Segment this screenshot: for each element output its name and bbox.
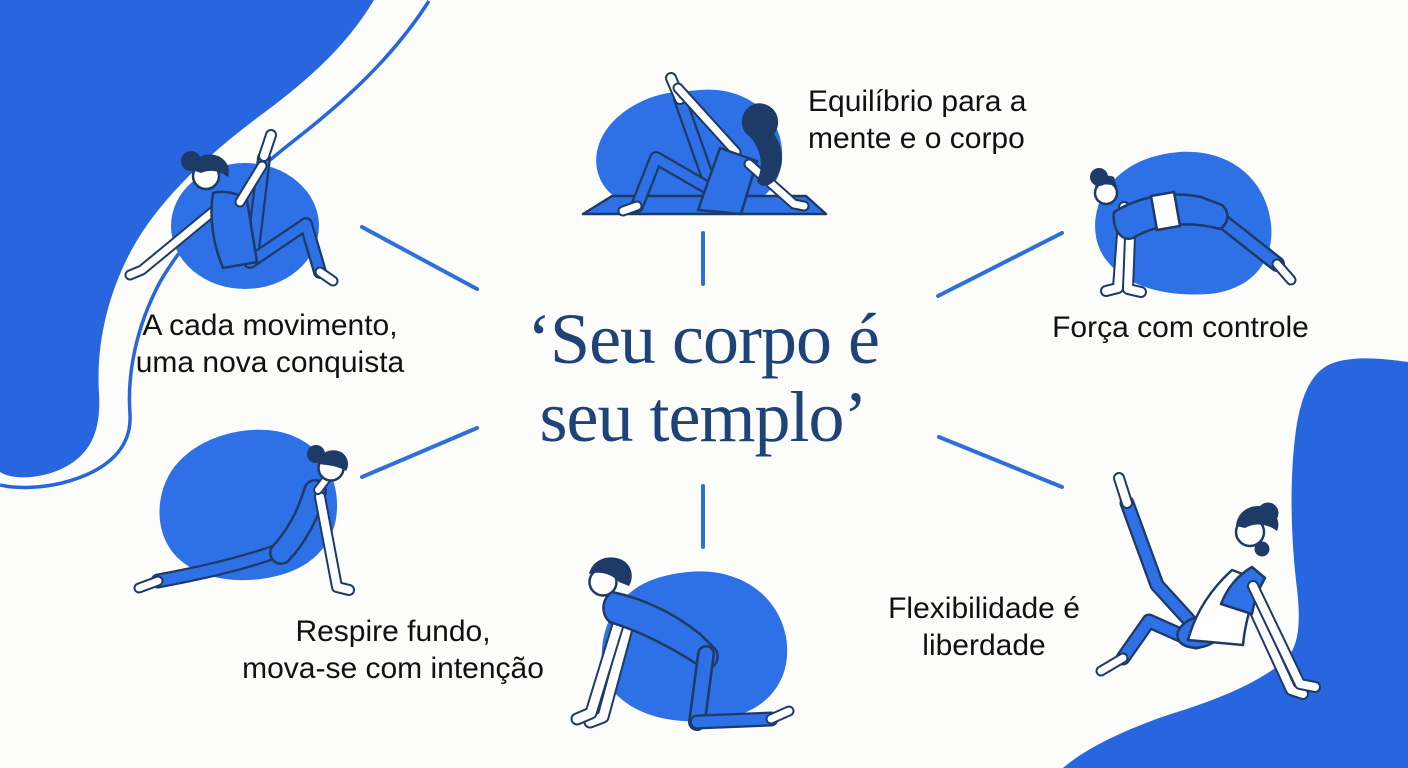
woman-seated-leg-lift-illustration <box>1095 472 1321 700</box>
caption-line: Equilíbrio para a <box>808 85 1027 118</box>
caption-line: Força com controle <box>1052 311 1309 344</box>
connector-line-bottom-left <box>360 426 479 479</box>
connector-line-top-left <box>360 225 479 291</box>
caption-bottom-left: Respire fundo, mova-se com intenção <box>208 613 578 687</box>
caption-line: Respire fundo, <box>295 615 491 648</box>
woman-plank-pose-illustration <box>1090 151 1297 298</box>
quote-line: seu templo’ <box>539 377 868 457</box>
quote-line: ‘Seu corpo é <box>527 299 880 379</box>
bottom-right-wave-decoration <box>1063 358 1408 768</box>
top-left-wave-decoration <box>0 0 431 490</box>
caption-line: mente e o corpo <box>808 122 1025 155</box>
caption-line: liberdade <box>922 629 1046 662</box>
woman-seated-leg-raise-illustration <box>124 129 339 289</box>
man-all-fours-cat-pose-illustration <box>570 557 795 731</box>
caption-line: uma nova conquista <box>135 346 405 379</box>
caption-line: Flexibilidade é <box>888 592 1080 625</box>
caption-top-left: A cada movimento, uma nova conquista <box>95 307 445 381</box>
caption-bottom-right: Flexibilidade é liberdade <box>834 590 1134 664</box>
caption-top-center: Equilíbrio para a mente e o corpo <box>808 83 1026 157</box>
caption-line: A cada movimento, <box>142 309 398 342</box>
woman-reclining-leg-hold-on-mat-illustration <box>581 72 828 217</box>
woman-upward-dog-illustration <box>133 429 355 596</box>
caption-top-right: Força com controle <box>1028 309 1333 346</box>
wave-outline-line <box>0 0 431 490</box>
caption-line: mova-se com intenção <box>242 652 544 685</box>
connector-line-top-right <box>936 231 1064 298</box>
connector-lines <box>360 225 1064 549</box>
connector-line-bottom-right <box>937 435 1064 489</box>
central-quote: ‘Seu corpo é seu templo’ <box>400 300 1006 456</box>
